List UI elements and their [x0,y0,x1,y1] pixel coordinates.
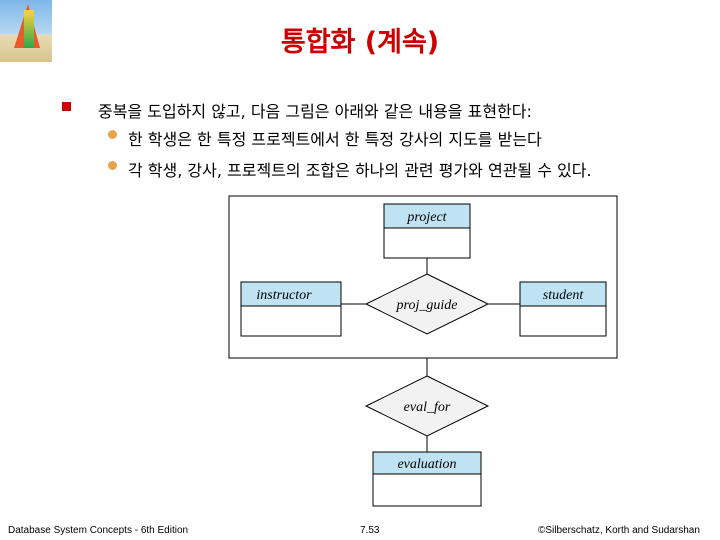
entity-evaluation-label: evaluation [397,457,456,472]
relationship-eval-for: eval_for [364,375,490,437]
footer-copyright: ©Silberschatz, Korth and Sudarshan [538,525,700,536]
logo-image [0,0,52,62]
footer-page-number: 7.53 [360,525,380,536]
entity-student-label: student [543,288,585,303]
slide-title: 통합화 (계속) [280,27,440,58]
entity-project: project [383,203,471,259]
relationship-proj-guide: proj_guide [364,273,490,335]
aggregation-box [228,195,618,359]
relationship-eval-for-label: eval_for [404,400,451,415]
relationship-proj-guide-label: proj_guide [396,298,458,313]
entity-student: student [519,281,607,337]
sail-stripe [24,10,34,48]
bullet-sub-1-text: 한 학생은 한 특정 프로젝트에서 한 특정 강사의 지도를 받는다 [128,130,542,149]
round-bullet-icon [108,130,117,139]
entity-instructor: instructor [240,281,342,337]
entity-evaluation: evaluation [372,451,482,507]
bullet-main-text: 중복을 도입하지 않고, 다음 그림은 아래와 같은 내용을 표현한다: [98,102,532,121]
entity-project-label: project [406,210,447,225]
entity-instructor-label: instructor [256,288,312,303]
footer-book-title: Database System Concepts - 6th Edition [8,525,189,536]
round-bullet-icon [108,161,117,170]
bullet-sub-2-text: 각 학생, 강사, 프로젝트의 조합은 하나의 관련 평가와 연관될 수 있다. [128,161,592,180]
square-bullet-icon [62,102,71,111]
